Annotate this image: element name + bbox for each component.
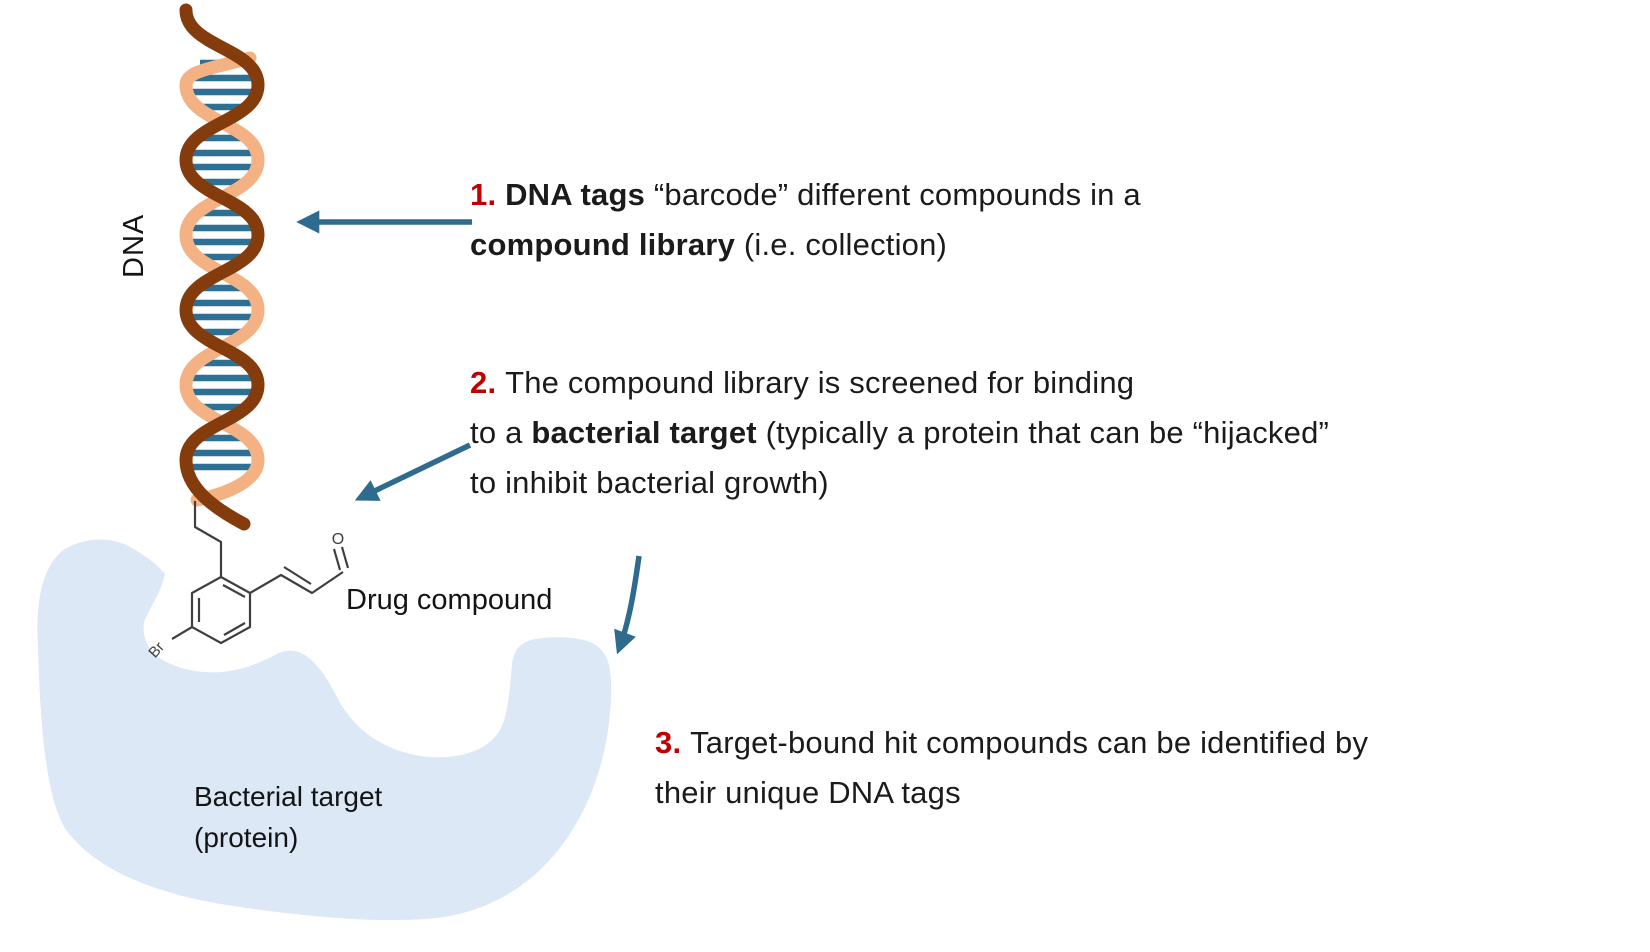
drug-compound-label: Drug compound [346,584,553,616]
bromine-bond [171,626,193,640]
bacterial-target-blob [37,539,612,921]
oxygen-label: O [332,531,344,548]
dna-strand-brown [179,3,265,531]
step-2-text: 2. The compound library is screened for … [470,365,1330,500]
bacterial-target-label-line1: Bacterial target [194,781,383,812]
dna-label: DNA [118,213,150,278]
carbonyl-double-bond [332,546,350,571]
vinyl-chain [249,571,344,595]
annotation-arrows [296,210,642,655]
benzene-ring [190,575,252,645]
drug-molecule: O Br [145,501,350,661]
bacterial-target-label: Bacterial target (protein) [194,776,382,858]
arrow-to-target [614,555,642,655]
bacterial-target-label-line2: (protein) [194,822,299,853]
vinyl-double-bond [283,566,312,585]
dna-helix [179,3,265,531]
arrow-to-compound [354,442,472,501]
step-1-text: 1. DNA tags “barcode” different compound… [470,177,1141,262]
step-3-text: 3. Target-bound hit compounds can be ide… [655,725,1369,810]
linker-chain [193,501,223,577]
benzene-double-bonds [197,584,246,636]
